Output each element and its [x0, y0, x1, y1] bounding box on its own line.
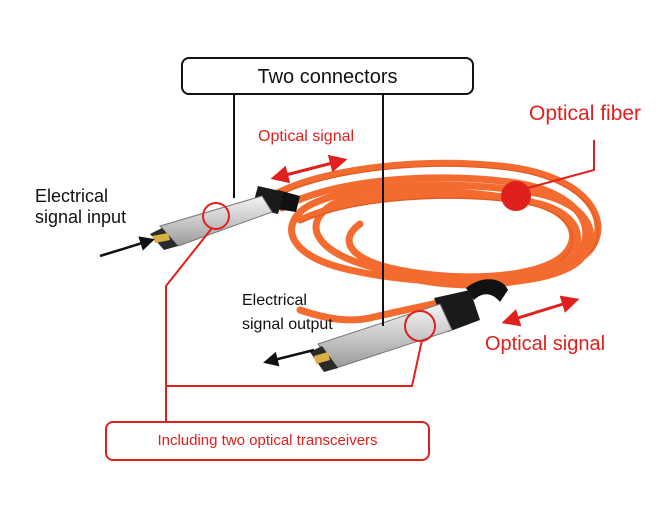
electrical-output-arrow [263, 348, 315, 367]
connector-top-module [150, 186, 300, 250]
optical-signal-label-top: Optical signal [258, 128, 355, 145]
transceivers-label: Including two optical transceivers [157, 432, 378, 449]
transceiver-circle-bottom [404, 310, 436, 342]
transceiver-circle-top [202, 202, 230, 230]
connector-bottom-module [310, 279, 508, 372]
optical-fiber-label: Optical fiber [529, 102, 642, 125]
electrical-output-label-line1: Electrical [242, 292, 307, 309]
electrical-input-label-line1: Electrical [35, 186, 109, 206]
optical-signal-arrow-bottom [501, 295, 580, 327]
optical-signal-label-bottom: Optical signal [485, 333, 606, 355]
two-connectors-box: Two connectors [181, 57, 474, 95]
electrical-input-arrow [99, 236, 155, 258]
optical-fiber-cable [264, 159, 602, 324]
transceivers-box: Including two optical transceivers [105, 421, 430, 461]
two-connectors-label: Two connectors [257, 66, 398, 88]
optical-signal-arrow-top [270, 154, 348, 184]
optical-fiber-leader [527, 140, 595, 189]
optical-fiber-marker [501, 181, 531, 211]
electrical-input-label-line2: signal input [35, 207, 127, 227]
electrical-output-label-line2: signal output [242, 316, 333, 333]
